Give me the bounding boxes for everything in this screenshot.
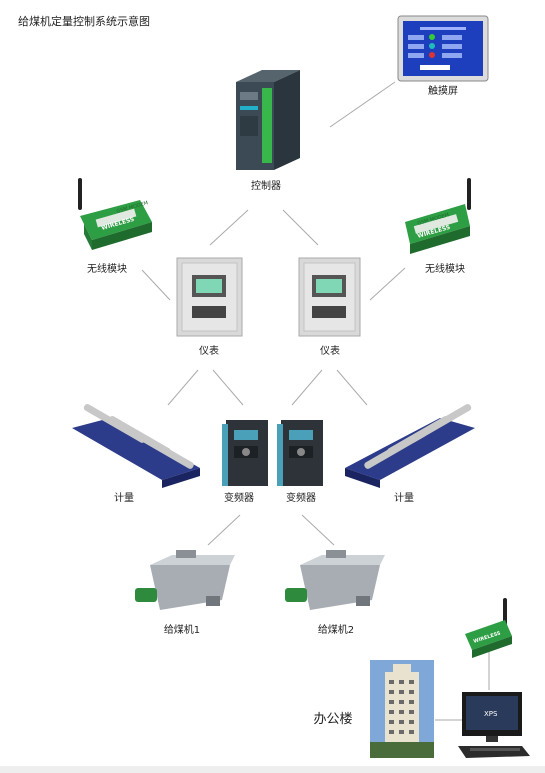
wireless-module-right-label: 无线模块 — [425, 264, 465, 275]
meter-cabinet-right-device — [298, 257, 361, 337]
inverter-right-label: 变频器 — [286, 493, 316, 504]
coal-feeder-1-device — [135, 550, 235, 610]
office-computer-device — [458, 692, 530, 758]
scale-left-label: 计量 — [114, 493, 134, 504]
meter-cabinet-left-device — [176, 257, 243, 337]
inverter-right-device — [277, 420, 323, 486]
connector-meter-right-scale — [336, 369, 368, 406]
connector-inverter-right-feeder — [301, 514, 335, 546]
touchscreen-device — [397, 15, 489, 82]
coal-feeder-2-label: 给煤机2 — [317, 625, 355, 636]
bottom-divider — [0, 766, 545, 773]
connector-meter-left-scale — [167, 369, 199, 406]
touchscreen-label: 触摸屏 — [428, 86, 458, 97]
belt-scale-left-device — [72, 404, 200, 488]
coal-feeder-1-label: 给煤机1 — [163, 625, 201, 636]
meter-left-label: 仪表 — [199, 346, 219, 357]
plc-controller-device — [236, 70, 300, 170]
wireless-modem-right-device — [405, 178, 471, 254]
coal-feeder-2-device — [285, 550, 385, 610]
connector-wireless-left-meter — [141, 269, 171, 301]
connector-wireless-right-meter — [369, 267, 406, 301]
connector-touchscreen-controller — [329, 81, 396, 128]
scale-right-label: 计量 — [394, 493, 414, 504]
connector-controller-meter-right — [282, 209, 319, 246]
inverter-left-label: 变频器 — [224, 493, 254, 504]
meter-right-label: 仪表 — [320, 346, 340, 357]
office-building-image — [370, 660, 434, 758]
connector-meter-right-inverter — [291, 369, 323, 406]
office-modem-device — [465, 598, 512, 658]
diagram-title: 给煤机定量控制系统示意图 — [18, 15, 150, 28]
connector-lines — [141, 81, 490, 721]
monitor-logo: XPS — [484, 710, 498, 718]
connector-controller-meter-left — [209, 209, 249, 246]
controller-label: 控制器 — [251, 181, 281, 192]
wireless-modem-left-device — [78, 178, 152, 250]
connector-inverter-left-feeder — [207, 514, 241, 546]
belt-scale-right-device — [345, 403, 475, 488]
connector-meter-left-inverter — [212, 369, 244, 406]
inverter-left-device — [222, 420, 268, 486]
wireless-module-left-label: 无线模块 — [87, 264, 127, 275]
office-building-label: 办公楼 — [313, 712, 353, 727]
